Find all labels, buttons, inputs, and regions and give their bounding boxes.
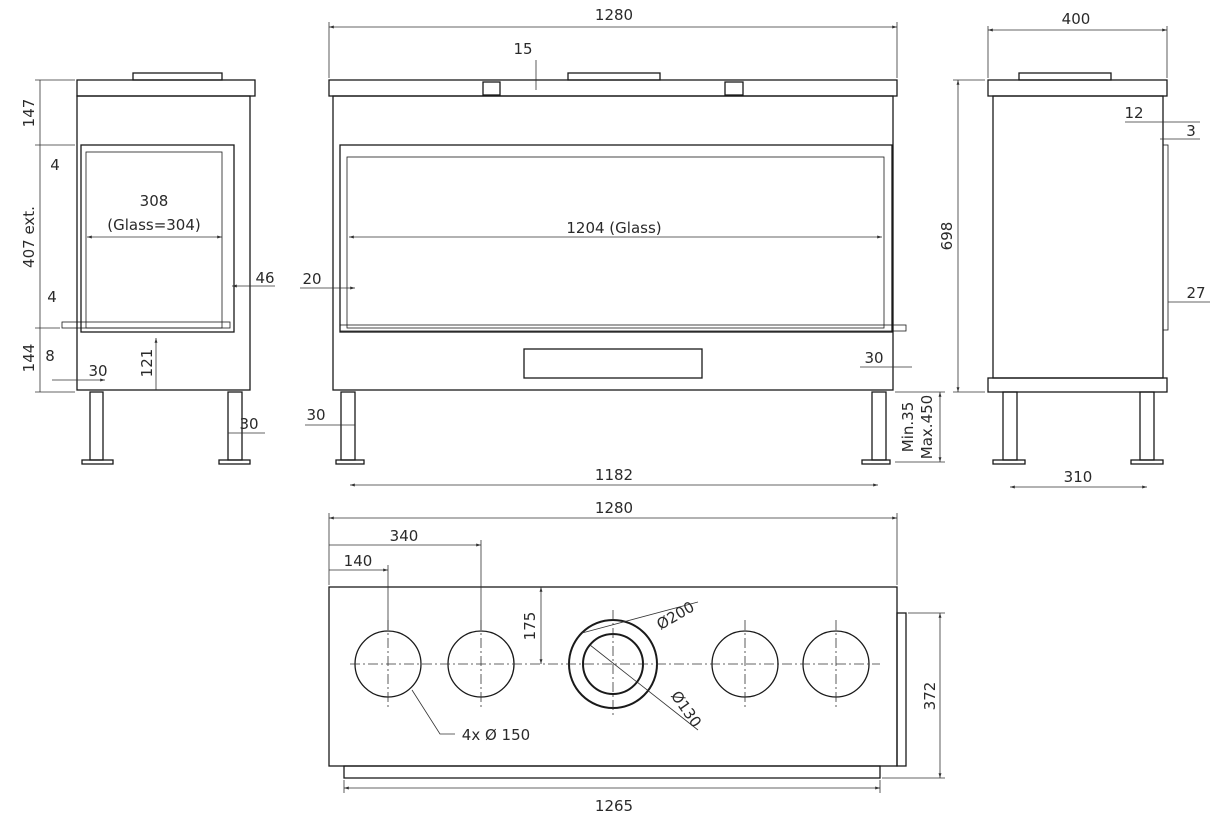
front-view: 1280 15 1204 (Glass) 20 30 30 1182 Min.3… (300, 6, 945, 487)
dim-30-front: 30 (88, 362, 107, 380)
dim-4-bottom: 4 (47, 288, 57, 306)
dim-4x-d150: 4x Ø 150 (462, 726, 530, 744)
dim-121: 121 (138, 349, 156, 378)
dim-310: 310 (1064, 468, 1093, 486)
dim-20: 20 (302, 270, 321, 288)
dim-340: 340 (390, 527, 419, 545)
dim-1265: 1265 (595, 797, 633, 815)
dim-15: 15 (513, 40, 532, 58)
dim-3: 3 (1186, 122, 1196, 140)
top-view: 1280 340 140 175 Ø200 Ø130 4x Ø 150 372 … (328, 499, 945, 815)
dim-d130: Ø130 (667, 687, 705, 730)
dim-glass-304: (Glass=304) (107, 216, 201, 234)
dim-8: 8 (45, 347, 55, 365)
dim-175: 175 (521, 612, 539, 641)
dim-147: 147 (20, 99, 38, 128)
right-view: 400 698 12 3 27 310 (938, 10, 1210, 489)
dim-1204-glass: 1204 (Glass) (566, 219, 661, 237)
side-view: 147 407 ext. 144 4 4 8 30 121 30 46 308 … (20, 72, 275, 465)
dim-max-450: Max.450 (918, 395, 936, 459)
dim-400: 400 (1062, 10, 1091, 28)
dim-46: 46 (255, 269, 274, 287)
dim-698: 698 (938, 222, 956, 251)
dim-1182: 1182 (595, 466, 633, 484)
dim-12: 12 (1124, 104, 1143, 122)
dim-1280-front: 1280 (595, 6, 633, 24)
dim-30-leg: 30 (239, 415, 258, 433)
dim-30-right: 30 (864, 349, 883, 367)
dim-min-35: Min.35 (899, 402, 917, 452)
dim-372: 372 (921, 682, 939, 711)
dim-30-leg: 30 (306, 406, 325, 424)
dim-140: 140 (344, 552, 373, 570)
dim-d200: Ø200 (653, 598, 697, 634)
dim-144: 144 (20, 344, 38, 373)
dim-1280-top: 1280 (595, 499, 633, 517)
dim-4-top: 4 (50, 156, 60, 174)
dim-27: 27 (1186, 284, 1205, 302)
dim-308: 308 (140, 192, 169, 210)
dim-407: 407 ext. (20, 206, 38, 268)
